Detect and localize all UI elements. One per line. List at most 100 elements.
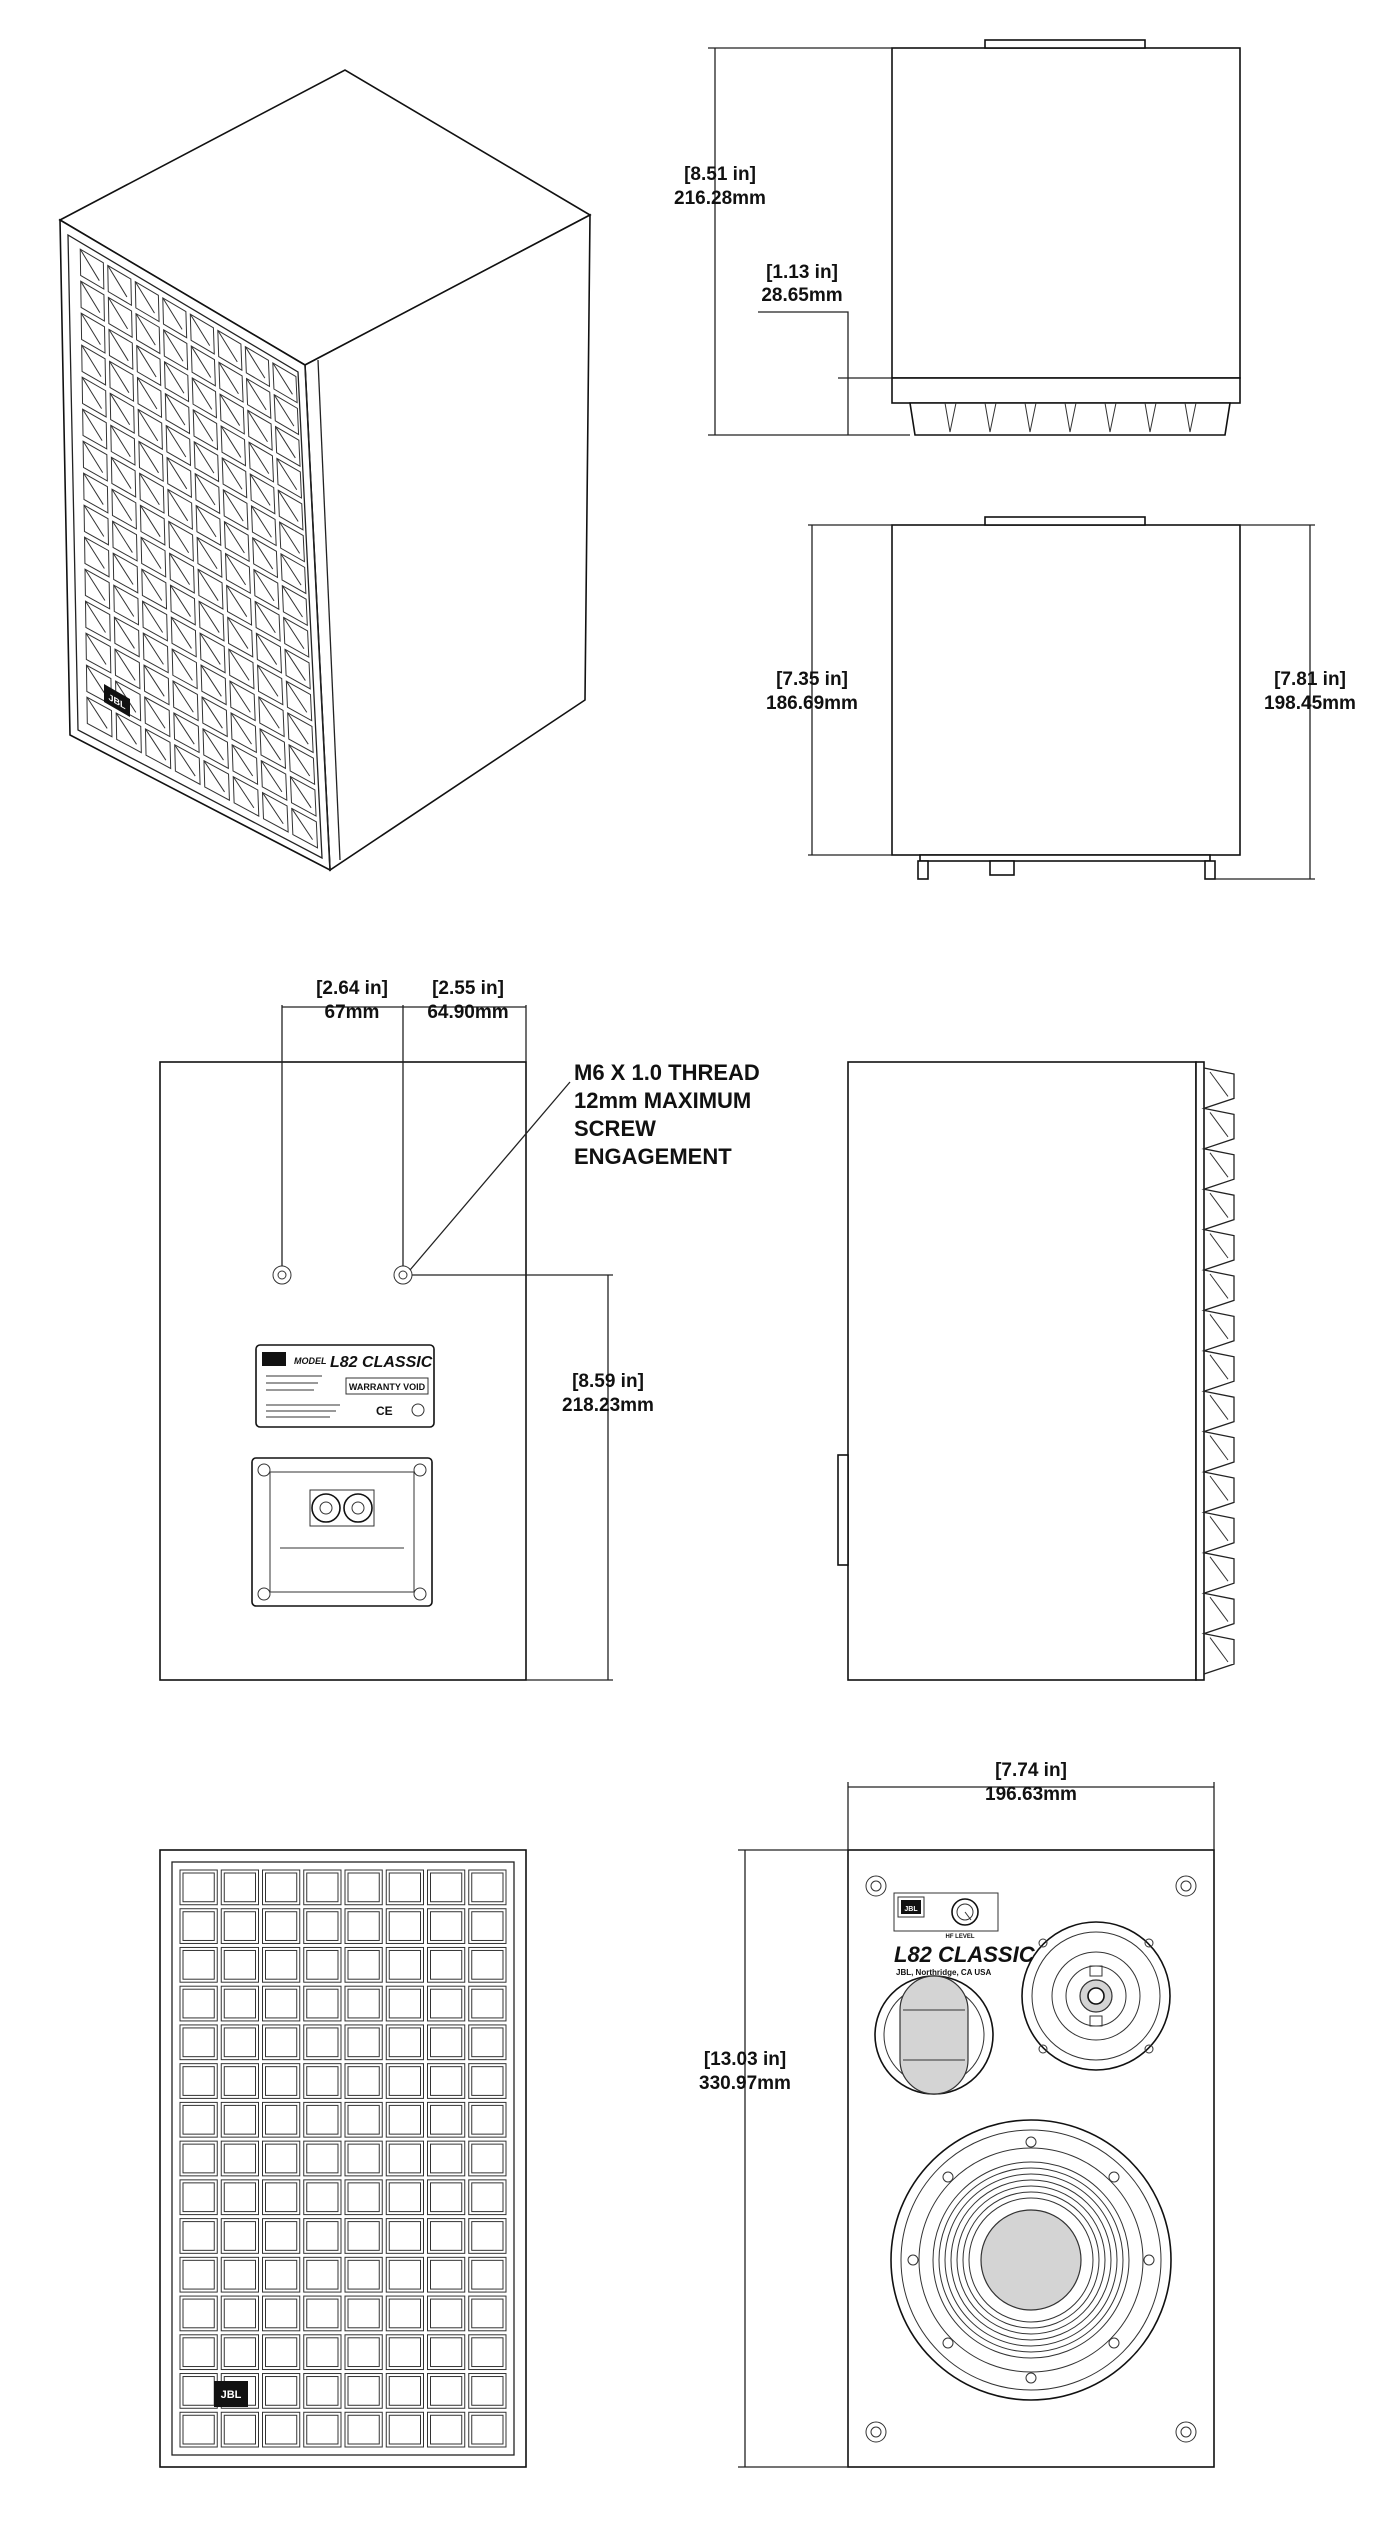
iso-grille-cell-shade xyxy=(201,696,223,729)
iso-grille-cell xyxy=(288,743,316,786)
grille-cell-inner xyxy=(265,2414,298,2445)
iso-grille-cell-shade xyxy=(289,776,312,809)
iso-grille-cell xyxy=(174,743,201,786)
iso-grille-cell-shade xyxy=(196,537,218,570)
iso-grille-cell xyxy=(84,568,111,610)
grille-cell xyxy=(385,1985,424,2022)
grille-cell xyxy=(344,2295,383,2332)
iso-grille-cell xyxy=(199,632,226,674)
iso-grille-cell-shade xyxy=(162,297,183,330)
iso-grille-cell-shade xyxy=(137,409,159,442)
grille-cell xyxy=(303,2140,342,2177)
iso-grille-cell xyxy=(218,361,244,403)
grille-cell xyxy=(262,2101,301,2138)
iso-grille-cell xyxy=(108,328,134,371)
iso-grille-cell xyxy=(248,441,275,483)
iso-grille-cell xyxy=(134,280,160,323)
iso-grille-cell xyxy=(112,520,138,562)
grille-cell xyxy=(262,2256,301,2293)
grille-cell-inner xyxy=(471,1911,504,1941)
grille-cell-inner xyxy=(182,2104,215,2135)
iso-grille-cell-shade xyxy=(230,712,252,745)
iso-grille-cell xyxy=(258,696,285,738)
grille-cell-inner xyxy=(182,2259,215,2290)
grille-cell xyxy=(262,1908,301,1944)
iso-grille-cell xyxy=(167,488,193,531)
grille-cell-inner xyxy=(388,2182,421,2213)
grille-cell xyxy=(385,1908,424,1944)
iso-grille-cell-shade xyxy=(171,648,193,681)
iso-grille-cell xyxy=(113,616,140,658)
side-view-top-handle xyxy=(984,39,1146,49)
tweeter-driver xyxy=(1021,1921,1171,2071)
grille-cell-inner xyxy=(347,1988,380,2019)
grille-cell-inner xyxy=(223,2027,256,2058)
grille-cell-inner xyxy=(430,2066,463,2096)
grille-cell-inner xyxy=(430,2221,463,2251)
iso-grille-cell-shade xyxy=(173,712,195,745)
grille-cell xyxy=(262,2295,301,2332)
iso-grille-cell xyxy=(162,297,188,339)
iso-grille-cell-shade xyxy=(194,473,216,506)
binding-post-positive[interactable] xyxy=(311,1493,341,1523)
grille-cell xyxy=(303,2179,342,2216)
iso-grille-cell xyxy=(166,456,192,499)
dim-front-width-in: [7.74 in] xyxy=(995,1760,1067,1781)
iso-grille-cell xyxy=(169,584,196,626)
iso-grille-cell xyxy=(139,504,166,546)
iso-grille-cell-shade xyxy=(109,393,131,426)
grille-cell xyxy=(303,2256,342,2293)
grille-cell xyxy=(427,2140,466,2177)
iso-grille-cell xyxy=(163,328,189,371)
grille-cell-inner xyxy=(306,2337,339,2368)
grille-cell xyxy=(262,2373,301,2409)
iso-grille-cell-shade xyxy=(110,457,132,489)
iso-grille-cell xyxy=(231,743,259,786)
iso-grille-cell xyxy=(197,568,224,610)
grille-cell xyxy=(427,2295,466,2332)
grille-cell xyxy=(344,2179,383,2216)
iso-grille-cell xyxy=(86,696,113,738)
iso-grille-cell xyxy=(135,312,161,355)
dim-mount-1-mm: 67mm xyxy=(325,1002,380,1023)
iso-grille-cell-shade xyxy=(284,649,306,681)
iso-grille-cell-shade xyxy=(165,425,187,458)
rear-model-label: MODEL L82 CLASSIC WARRANTY VOID CE xyxy=(255,1344,435,1428)
thread-note-leader xyxy=(409,1081,571,1271)
iso-grille-cell-shade xyxy=(251,505,272,538)
iso-grille-cell-shade xyxy=(260,760,283,793)
grille-cell xyxy=(344,2101,383,2138)
iso-grille-cell-shade xyxy=(139,505,161,537)
grille-cell xyxy=(427,2101,466,2138)
iso-grille-cell-shade xyxy=(232,776,255,809)
profile-tooth-edge xyxy=(1209,1071,1229,1097)
grille-cell xyxy=(344,1985,383,2022)
iso-grille-cell xyxy=(221,457,248,499)
iso-grille-cell-shade xyxy=(80,312,101,345)
iso-grille-cell xyxy=(142,600,168,642)
binding-post-negative[interactable] xyxy=(343,1493,373,1523)
grille-cell xyxy=(220,1908,259,1944)
iso-grille-cell-shade xyxy=(280,553,302,586)
grille-cell-inner xyxy=(471,2027,504,2058)
iso-grille-cell xyxy=(228,648,255,690)
grille-cell-inner xyxy=(223,2337,256,2368)
grille-cell xyxy=(427,2334,466,2371)
grille-cell-inner xyxy=(306,2298,339,2329)
dim-mount-1-in: [2.64 in] xyxy=(316,978,388,999)
grille-cell-inner xyxy=(471,1949,504,1980)
grille-cell xyxy=(179,2140,218,2177)
grille-cell-inner xyxy=(265,2027,298,2058)
iso-grille-cell-shade xyxy=(83,504,105,537)
iso-grille-cell-shade xyxy=(244,346,266,379)
grille-cell xyxy=(262,2179,301,2216)
grille-cell xyxy=(344,2256,383,2293)
grille-cell-inner xyxy=(430,1872,463,1903)
iso-grille-cell xyxy=(291,807,319,849)
grille-cell-inner xyxy=(471,2066,504,2096)
iso-grille-cell-shade xyxy=(144,696,166,729)
iso-grille-cell xyxy=(190,345,216,387)
iso-grille-cell-shade xyxy=(143,664,165,697)
profile-tooth-edge xyxy=(1209,1435,1229,1461)
iso-grille-cell-shade xyxy=(199,632,221,665)
